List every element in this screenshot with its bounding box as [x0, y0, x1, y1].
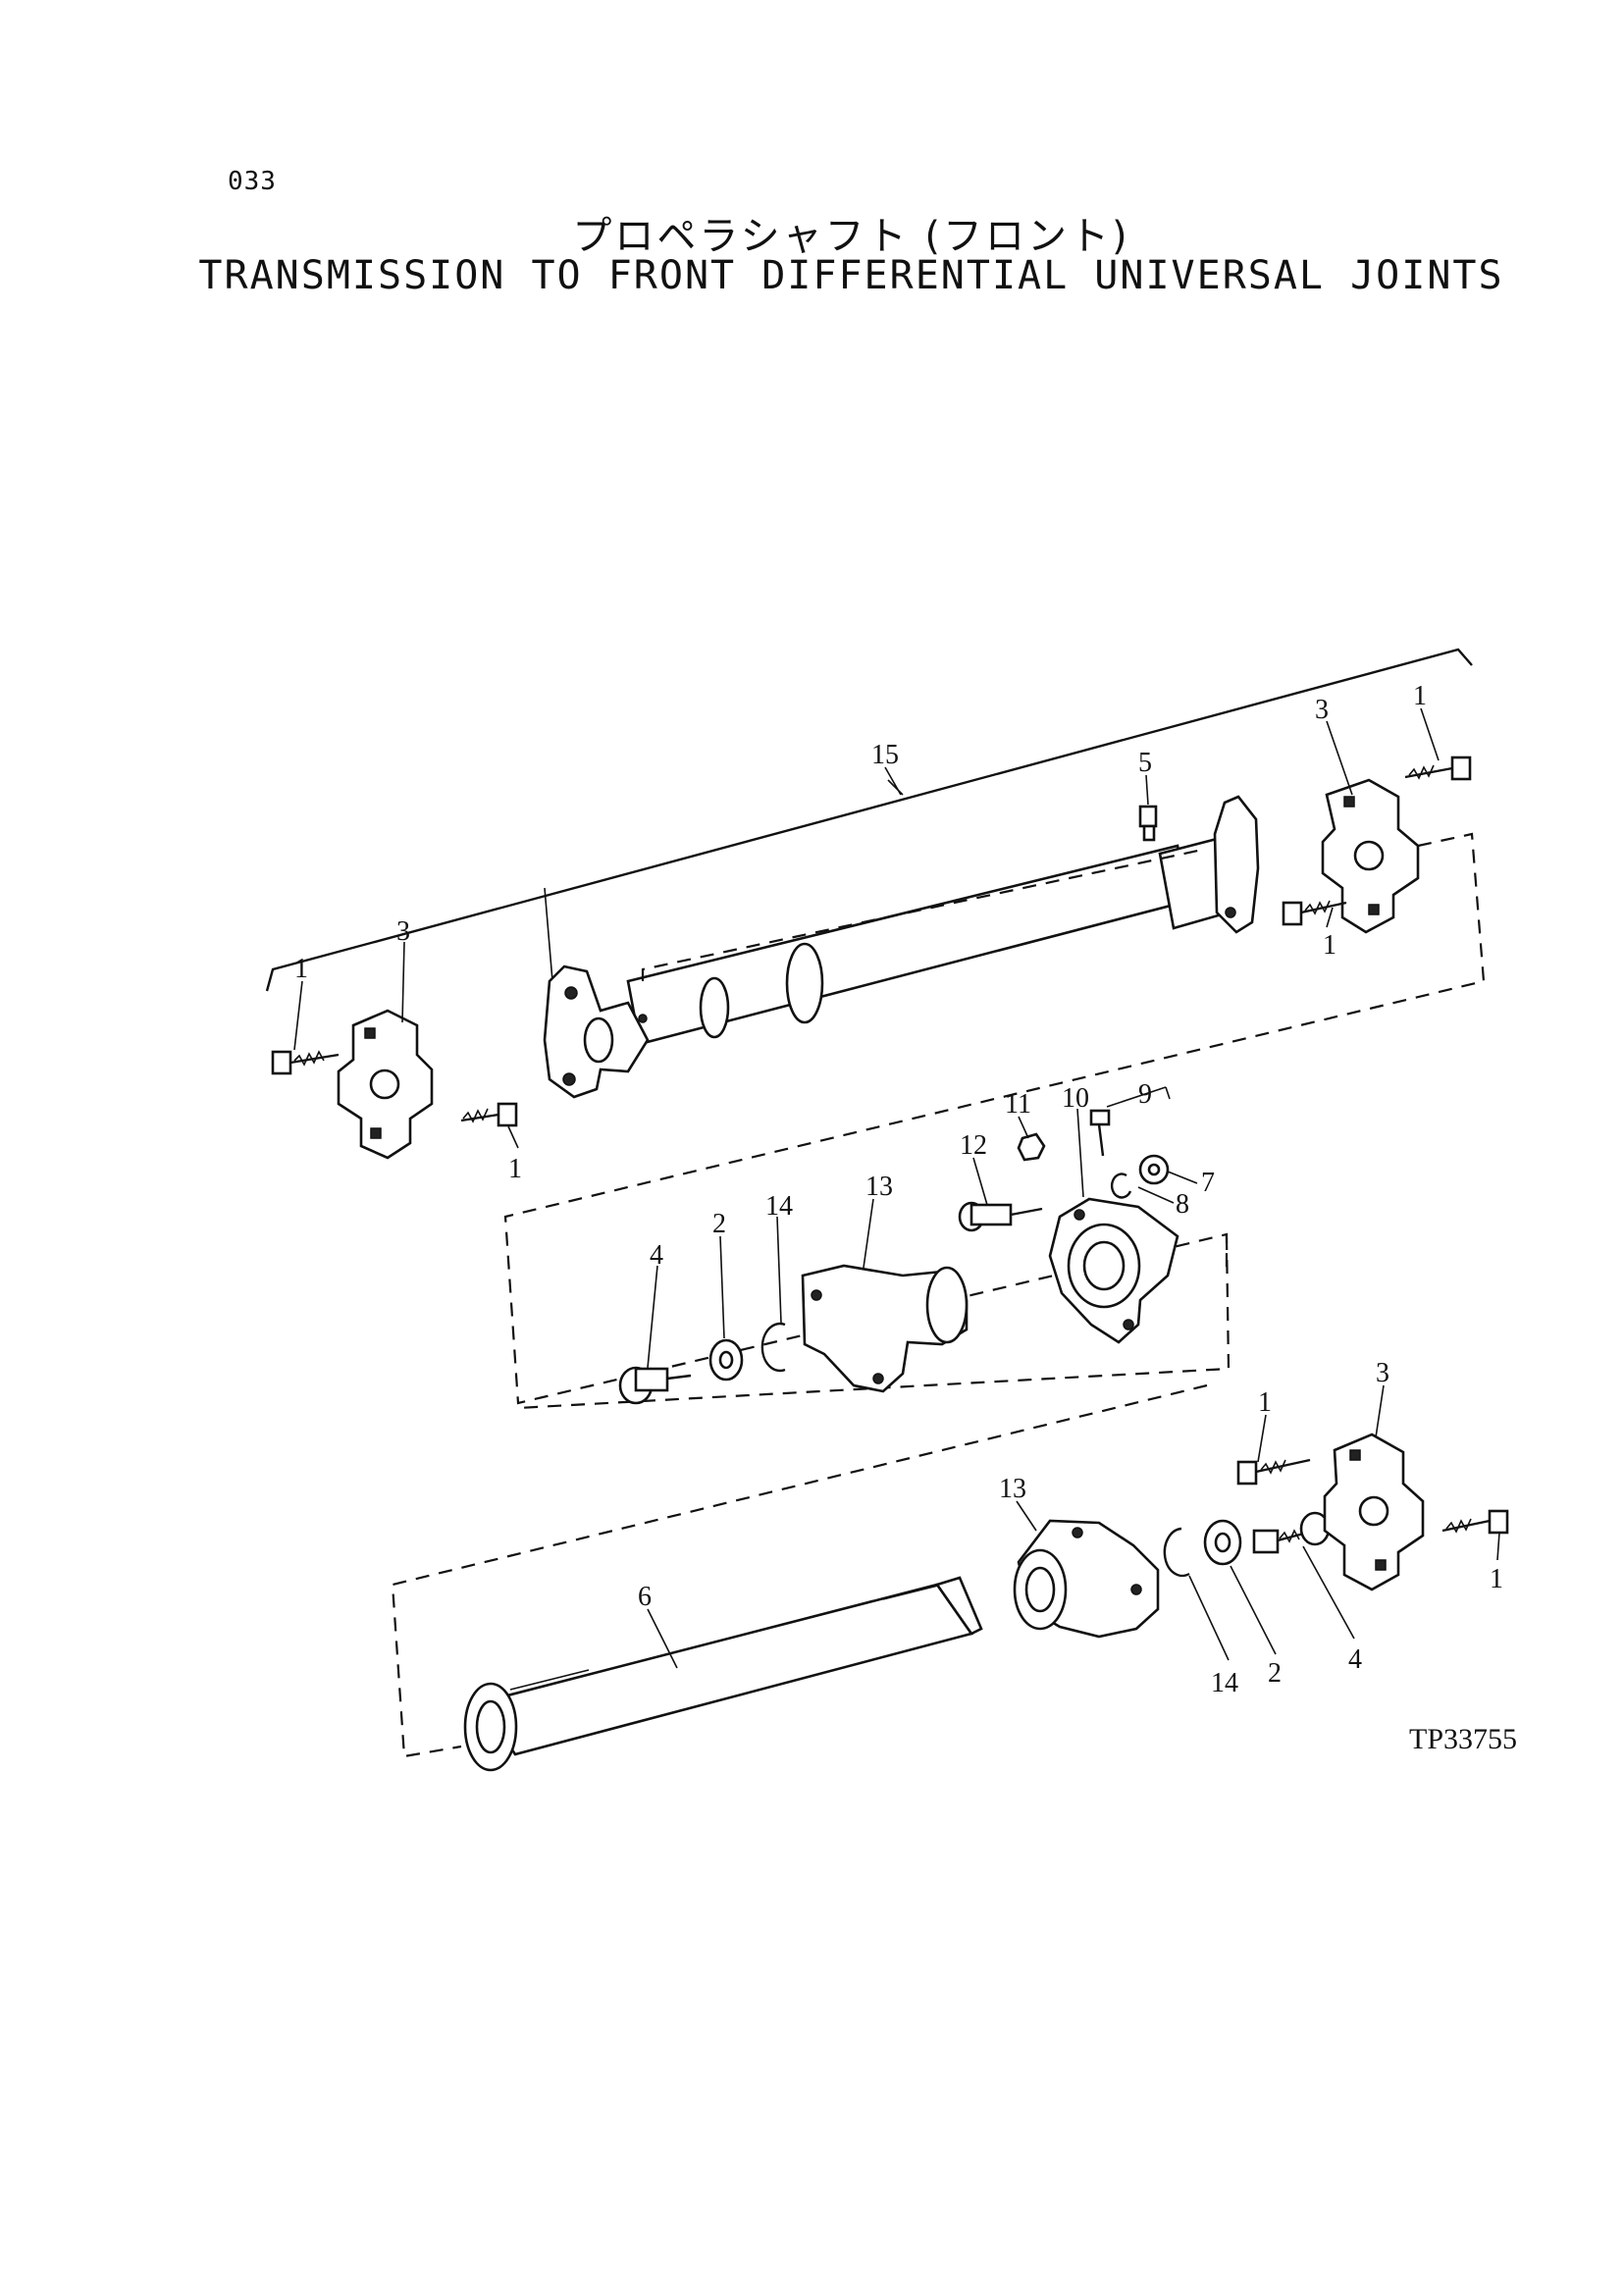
title-japanese: プロペラシャフト (フロント) [572, 214, 1130, 259]
callout-2-middle: 2 [712, 1209, 726, 1239]
callout-10: 10 [1062, 1083, 1089, 1114]
callout-7: 7 [1201, 1168, 1215, 1198]
callout-1-top-right-inner: 1 [1323, 930, 1336, 961]
bolt-top-left-inner [460, 1102, 518, 1127]
callout-2-lower: 2 [1268, 1658, 1282, 1689]
callout-1-top-left-inner: 1 [508, 1154, 522, 1184]
universal-joint-cross-top-left [337, 1009, 434, 1160]
universal-joint-cross-bottom-right [1323, 1433, 1425, 1591]
callout-9: 9 [1138, 1079, 1152, 1110]
dashed-leader-upper [641, 847, 1208, 981]
callout-11: 11 [1005, 1089, 1031, 1120]
page-number: 033 [228, 167, 277, 196]
callout-3-bottom-right: 3 [1376, 1358, 1389, 1388]
bolt-bottom-right-upper [1236, 1458, 1311, 1486]
yoke-bolt-lower [1252, 1511, 1331, 1554]
bolt-top-right-outer [1404, 756, 1472, 781]
washer-middle [708, 1338, 744, 1382]
snap-ring-middle [760, 1322, 786, 1373]
lock-washer-8 [1110, 1173, 1132, 1199]
slip-yoke-lower [1013, 1519, 1160, 1639]
callout-1-top-right: 1 [1413, 681, 1427, 711]
callout-1-bottom-right-lower: 1 [1490, 1564, 1503, 1594]
drawing-reference: TP33755 [1409, 1723, 1517, 1755]
yoke-bolt-middle [618, 1366, 692, 1405]
slip-yoke-middle [801, 1264, 969, 1393]
bolt-12 [958, 1201, 1043, 1232]
callout-4-lower: 4 [1348, 1644, 1362, 1675]
assembly-bracket-15 [265, 648, 1473, 992]
washer-7 [1138, 1154, 1170, 1185]
callout-14-lower: 14 [1211, 1668, 1238, 1698]
callout-13-middle: 13 [865, 1172, 893, 1202]
bolt-top-right-inner [1282, 900, 1347, 926]
snap-ring-lower [1163, 1527, 1190, 1578]
title-english: TRANSMISSION TO FRONT DIFFERENTIAL UNIVE… [198, 253, 1504, 298]
bolt-bottom-right-lower [1441, 1509, 1509, 1535]
callout-14-middle: 14 [765, 1191, 793, 1222]
splined-shaft [463, 1576, 983, 1772]
dashed-group-lower [391, 1383, 1208, 1758]
callout-13-lower: 13 [999, 1474, 1026, 1504]
callout-3-top-left: 3 [396, 916, 410, 947]
callout-6: 6 [638, 1582, 652, 1612]
bolt-9 [1089, 1109, 1111, 1157]
washer-lower [1203, 1519, 1242, 1566]
callout-4-middle: 4 [650, 1240, 663, 1271]
callout-1-bottom-right: 1 [1258, 1387, 1272, 1418]
dashed-leader-right [503, 832, 1486, 1405]
nut-11 [1017, 1132, 1046, 1162]
callout-3-top-right: 3 [1315, 695, 1329, 725]
bolt-top-left-outer [271, 1050, 340, 1075]
grease-fitting [1138, 805, 1158, 842]
callout-12: 12 [960, 1130, 987, 1161]
callout-1-top-left: 1 [294, 954, 308, 984]
callout-8: 8 [1176, 1189, 1189, 1220]
callout-15: 15 [871, 740, 899, 770]
propeller-shaft [543, 795, 1260, 1099]
callout-5: 5 [1138, 748, 1152, 778]
callout-leaders [293, 707, 1500, 1669]
universal-joint-cross-top-right [1321, 778, 1420, 934]
center-bearing-support [1048, 1197, 1179, 1344]
